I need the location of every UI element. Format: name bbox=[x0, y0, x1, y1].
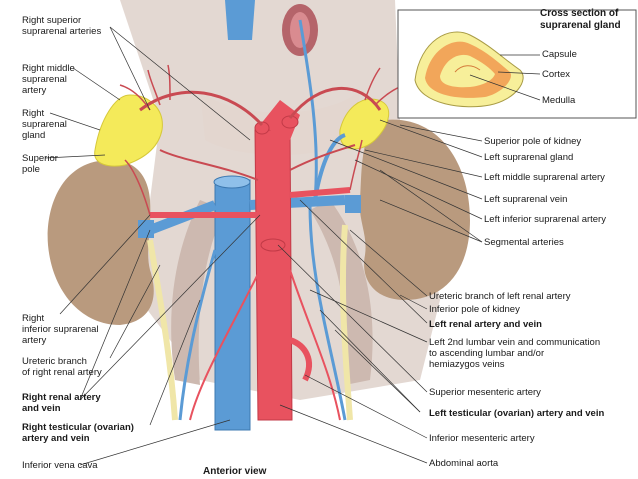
leader-lines-left bbox=[44, 26, 261, 466]
label-line: to ascending lumbar and/or bbox=[429, 348, 545, 359]
label-line: suprarenal bbox=[22, 119, 67, 130]
label-capsule: Capsule bbox=[542, 49, 577, 60]
label-line: Right renal artery bbox=[22, 392, 101, 403]
label-ivc: Inferior vena cava bbox=[22, 460, 98, 471]
label-right-inferior-suprarenal: Right inferior suprarenal artery bbox=[22, 313, 99, 346]
ivc-upper bbox=[225, 0, 255, 40]
label-line: Right superior bbox=[22, 15, 82, 26]
label-line: artery and vein bbox=[22, 433, 90, 444]
label-line: hemiazygos veins bbox=[429, 359, 505, 370]
label-line: Right testicular (ovarian) bbox=[22, 422, 134, 433]
label-medulla: Medulla bbox=[542, 95, 576, 106]
right-suprarenal-gland bbox=[94, 94, 163, 167]
label-ureteric-right: Ureteric branch of right renal artery bbox=[22, 356, 102, 378]
label-left-testicular: Left testicular (ovarian) artery and vei… bbox=[429, 408, 605, 419]
label-inferior-pole: Inferior pole of kidney bbox=[429, 304, 520, 315]
inferior-mesenteric-artery bbox=[288, 337, 312, 382]
label-line: suprarenal bbox=[22, 74, 67, 85]
left-renal-artery bbox=[289, 187, 351, 198]
label-left-renal: Left renal artery and vein bbox=[429, 319, 542, 330]
label-superior-pole: Superior pole bbox=[22, 153, 58, 175]
label-line: suprarenal arteries bbox=[22, 26, 102, 37]
abdominal-aorta bbox=[254, 129, 293, 421]
label-line: Right bbox=[22, 108, 45, 119]
inset-title-line1: Cross section of bbox=[540, 8, 619, 19]
label-line: inferior suprarenal bbox=[22, 324, 99, 335]
label-ima: Inferior mesenteric artery bbox=[429, 433, 535, 444]
left-suprarenal-gland bbox=[339, 98, 389, 150]
label-line: of right renal artery bbox=[22, 367, 102, 378]
label-left-suprarenal-gland: Left suprarenal gland bbox=[484, 152, 574, 163]
superior-mesenteric-artery bbox=[260, 238, 286, 252]
left-kidney bbox=[359, 119, 470, 301]
label-line: and vein bbox=[22, 403, 61, 414]
label-line: Right middle bbox=[22, 63, 75, 74]
label-left-middle-suprarenal: Left middle suprarenal artery bbox=[484, 172, 605, 183]
leader-lines-right bbox=[277, 119, 483, 464]
inset-title: Cross section of suprarenal gland bbox=[540, 8, 621, 32]
label-right-testicular: Right testicular (ovarian) artery and ve… bbox=[22, 422, 134, 444]
label-line: artery bbox=[22, 335, 47, 346]
right-ureter bbox=[147, 239, 178, 421]
label-right-suprarenal-gland: Right suprarenal gland bbox=[22, 108, 67, 141]
label-right-middle-suprarenal: Right middle suprarenal artery bbox=[22, 63, 75, 96]
label-line: pole bbox=[22, 164, 40, 175]
label-ureteric-left: Ureteric branch of left renal artery bbox=[429, 291, 571, 302]
label-line: Superior bbox=[22, 153, 58, 164]
view-caption: Anterior view bbox=[203, 466, 267, 477]
label-right-superior-suprarenal: Right superior suprarenal arteries bbox=[22, 15, 101, 37]
label-left-lumbar: Left 2nd lumbar vein and communication t… bbox=[429, 337, 600, 370]
label-aorta: Abdominal aorta bbox=[429, 458, 499, 469]
right-kidney bbox=[47, 160, 154, 325]
left-renal-hilum bbox=[345, 195, 361, 213]
left-testicular-artery bbox=[289, 269, 341, 421]
right-testicular-vein bbox=[178, 249, 217, 421]
right-testicular-artery bbox=[189, 269, 261, 421]
label-right-renal: Right renal artery and vein bbox=[22, 392, 101, 414]
label-superior-pole-kidney: Superior pole of kidney bbox=[484, 136, 582, 147]
label-line: Ureteric branch bbox=[22, 356, 87, 367]
label-line: gland bbox=[22, 130, 46, 141]
left-testicular-vein bbox=[308, 204, 347, 421]
label-sma: Superior mesenteric artery bbox=[429, 387, 541, 398]
celiac-trunk bbox=[260, 100, 300, 140]
right-renal-hilum bbox=[138, 220, 154, 238]
label-left-inferior-suprarenal: Left inferior suprarenal artery bbox=[484, 214, 606, 225]
label-line: Inferior pole of kidney bbox=[429, 304, 520, 315]
label-line: artery bbox=[22, 85, 47, 96]
inset-title-line2: suprarenal gland bbox=[540, 20, 621, 31]
label-line: Right bbox=[22, 313, 45, 324]
label-left-suprarenal-vein: Left suprarenal vein bbox=[484, 194, 568, 205]
label-cortex: Cortex bbox=[542, 69, 570, 80]
left-ureter bbox=[339, 224, 353, 421]
label-line: Left 2nd lumbar vein and communication bbox=[429, 337, 601, 348]
label-segmental-arteries: Segmental arteries bbox=[484, 237, 564, 248]
